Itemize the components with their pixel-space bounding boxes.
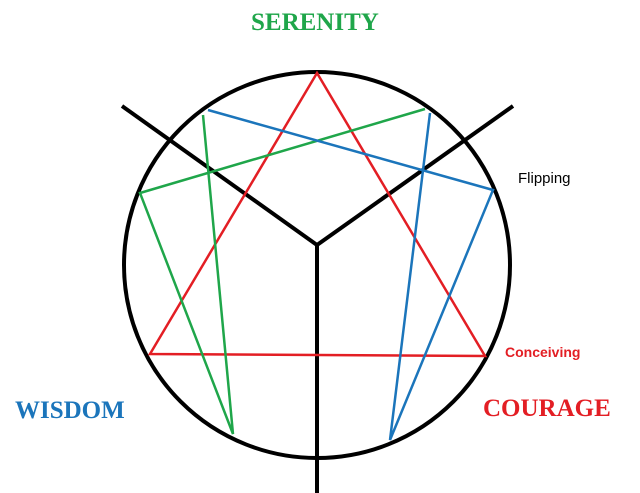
serenity-label: SERENITY bbox=[251, 9, 379, 36]
y-divider-left-arm bbox=[120, 104, 319, 247]
conceiving-label: Conceiving bbox=[505, 344, 581, 360]
green-path bbox=[138, 107, 426, 435]
courage-label: COURAGE bbox=[483, 395, 611, 422]
red-triangle bbox=[147, 70, 488, 358]
wisdom-label: WISDOM bbox=[15, 397, 125, 424]
blue-path bbox=[207, 108, 495, 441]
flipping-label: Flipping bbox=[518, 170, 571, 187]
y-divider-right-arm bbox=[315, 104, 515, 247]
